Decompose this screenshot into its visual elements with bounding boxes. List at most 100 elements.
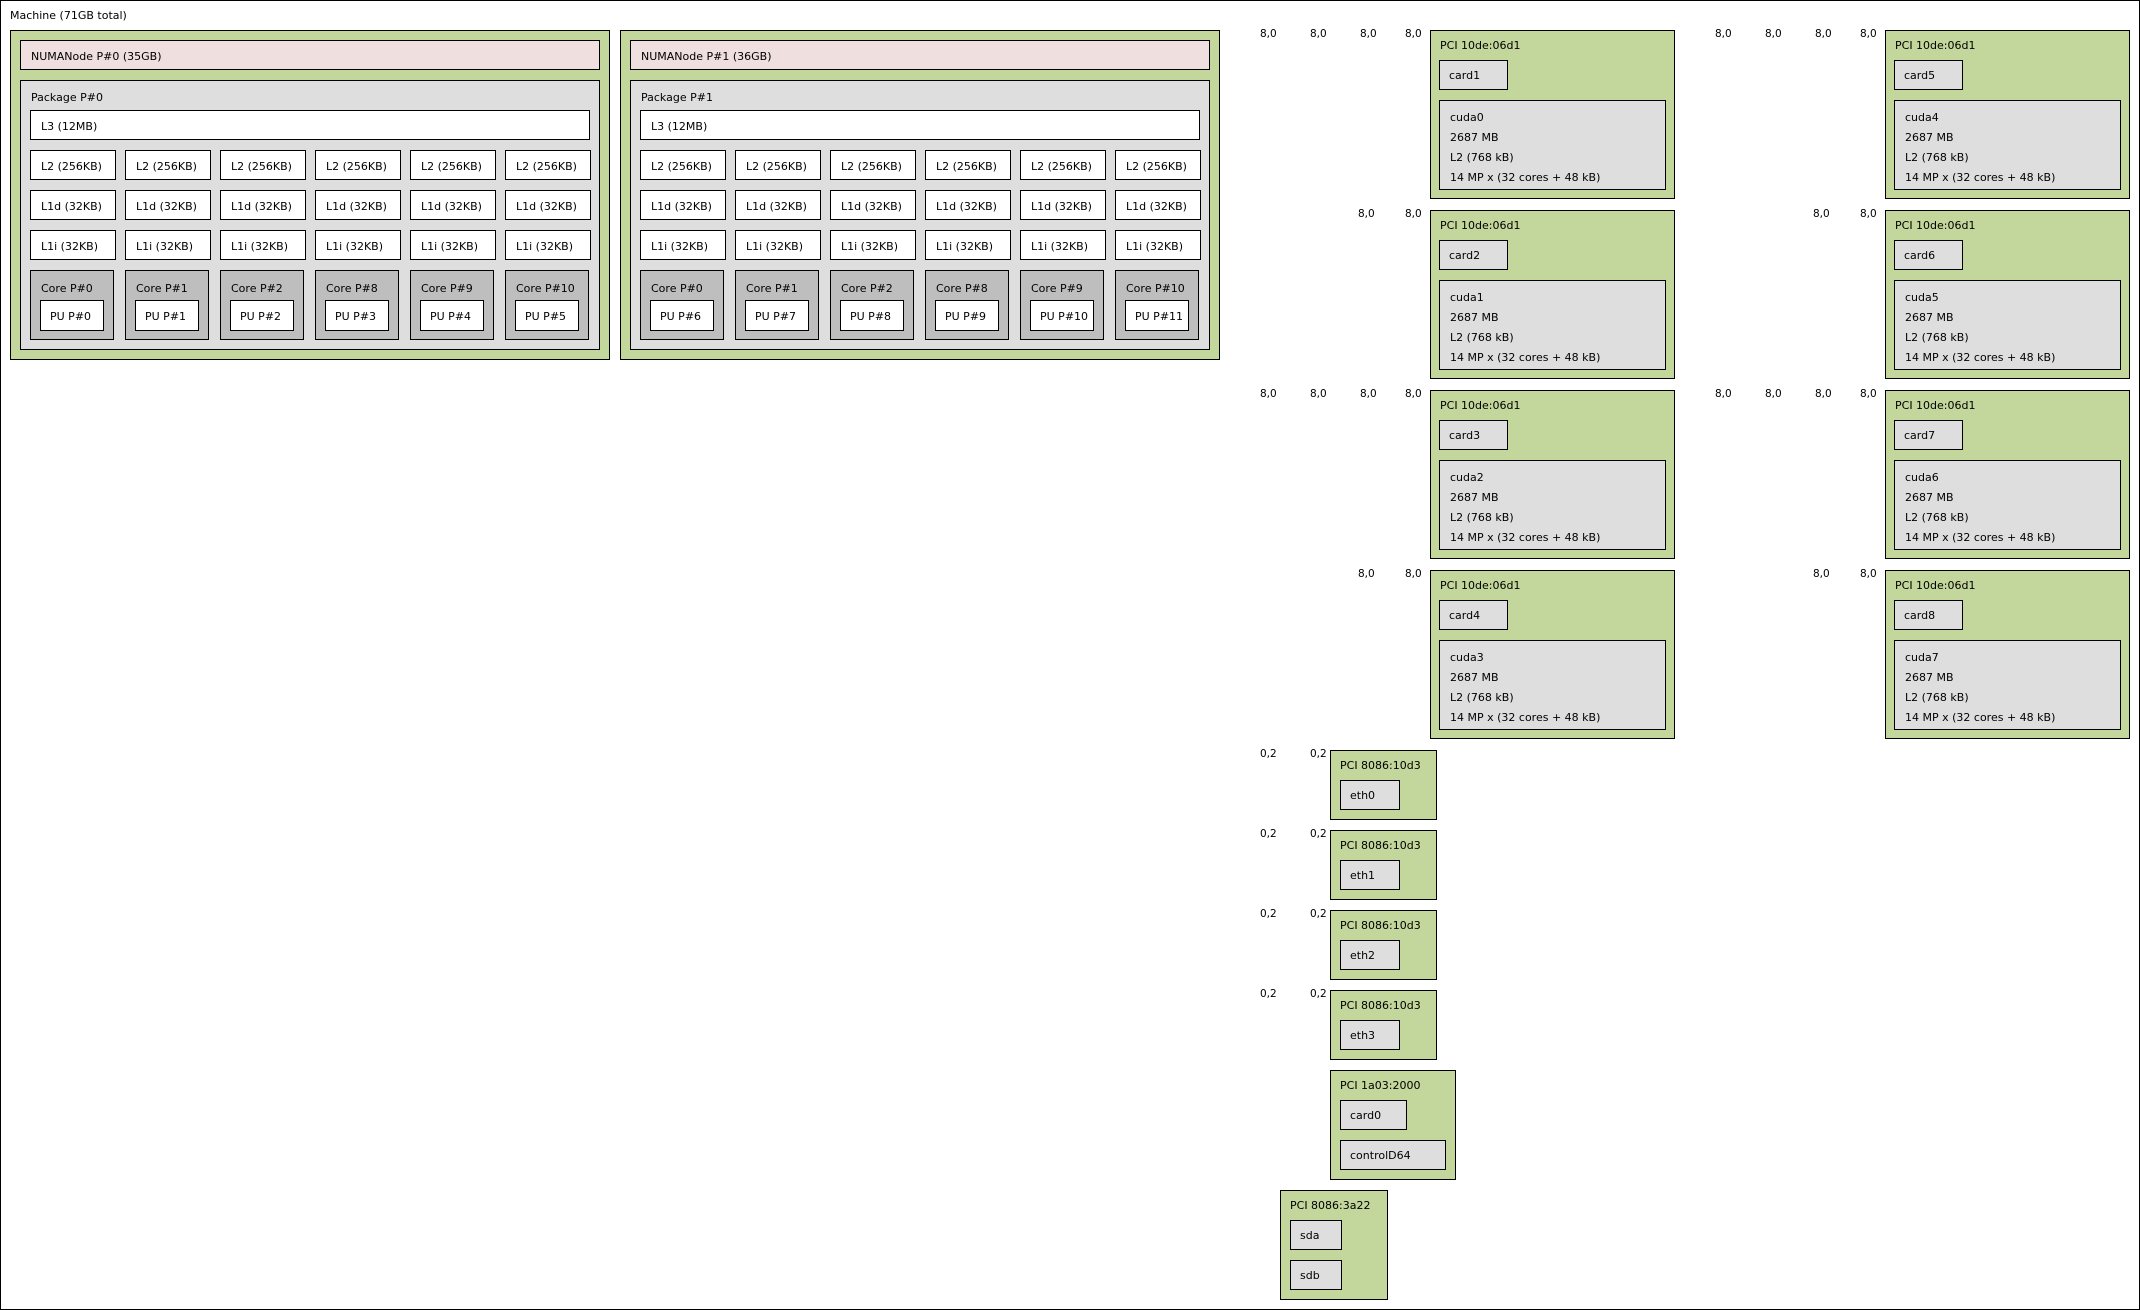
cuda-info-line: 14 MP x (32 cores + 48 kB) <box>1450 171 1601 184</box>
cuda-info-line: L2 (768 kB) <box>1450 511 1514 524</box>
sata-pci-device-label: PCI 8086:3a22 <box>1290 1199 1371 1212</box>
gpu-card: card1 <box>1439 60 1508 90</box>
gpu-card-label: card5 <box>1904 69 1936 82</box>
numa-node-1-label: NUMANode P#1 (36GB) <box>641 50 772 63</box>
gpu-pci-device-label: PCI 10de:06d1 <box>1440 399 1521 412</box>
gpu-pci-device-label: PCI 10de:06d1 <box>1440 39 1521 52</box>
network-interface-label: eth2 <box>1350 949 1376 962</box>
l2-cache: L2 (256KB) <box>925 150 1011 180</box>
pu-label: PU P#11 <box>1135 310 1184 323</box>
pu-label: PU P#8 <box>850 310 892 323</box>
l1d-cache-label: L1d (32KB) <box>936 200 997 213</box>
l2-cache: L2 (256KB) <box>1115 150 1201 180</box>
pu-label: PU P#7 <box>755 310 797 323</box>
gpu-pci-device-label: PCI 10de:06d1 <box>1440 219 1521 232</box>
link-speed-label: 8,0 <box>1860 388 1877 400</box>
l2-cache-label: L2 (256KB) <box>231 160 292 173</box>
pu: PU P#7 <box>745 300 809 331</box>
l1i-cache-label: L1i (32KB) <box>136 240 194 253</box>
core-label: Core P#10 <box>516 282 575 295</box>
l1d-cache-label: L1d (32KB) <box>841 200 902 213</box>
cuda-info-line: 2687 MB <box>1450 491 1499 504</box>
pu-label: PU P#3 <box>335 310 377 323</box>
disk-sdb-label: sdb <box>1300 1269 1320 1282</box>
l1d-cache: L1d (32KB) <box>830 190 916 220</box>
l2-cache: L2 (256KB) <box>220 150 306 180</box>
gpu-pci-device-label: PCI 10de:06d1 <box>1895 39 1976 52</box>
link-speed-label: 8,0 <box>1405 388 1422 400</box>
network-interface: eth0 <box>1340 780 1400 810</box>
link-speed-label: 8,0 <box>1405 28 1422 40</box>
l1i-cache: L1i (32KB) <box>220 230 306 260</box>
vga-pci-device-label: PCI 1a03:2000 <box>1340 1079 1421 1092</box>
core-label: Core P#2 <box>841 282 893 295</box>
link-speed-label: 8,0 <box>1813 208 1830 220</box>
cuda-info-line: L2 (768 kB) <box>1450 331 1514 344</box>
l2-cache: L2 (256KB) <box>505 150 591 180</box>
vga-control: controlD64 <box>1340 1140 1446 1170</box>
gpu-card-label: card3 <box>1449 429 1481 442</box>
l1i-cache-label: L1i (32KB) <box>421 240 479 253</box>
link-speed-label: 8,0 <box>1360 28 1377 40</box>
l1d-cache: L1d (32KB) <box>315 190 401 220</box>
pu-label: PU P#0 <box>50 310 92 323</box>
l1d-cache-label: L1d (32KB) <box>136 200 197 213</box>
link-speed-label: 8,0 <box>1765 388 1782 400</box>
core-label: Core P#1 <box>136 282 188 295</box>
link-speed-label: 8,0 <box>1405 568 1422 580</box>
core-label: Core P#9 <box>421 282 473 295</box>
pu: PU P#8 <box>840 300 904 331</box>
nic-pci-device-label: PCI 8086:10d3 <box>1340 999 1421 1012</box>
numa-node-0-label: NUMANode P#0 (35GB) <box>31 50 162 63</box>
nic-pci-device-label: PCI 8086:10d3 <box>1340 919 1421 932</box>
gpu-card: card8 <box>1894 600 1963 630</box>
l1i-cache: L1i (32KB) <box>735 230 821 260</box>
l1d-cache: L1d (32KB) <box>505 190 591 220</box>
cuda-info-line: cuda3 <box>1450 651 1484 664</box>
pu: PU P#11 <box>1125 300 1189 331</box>
l1i-cache: L1i (32KB) <box>640 230 726 260</box>
cuda-info-line: 2687 MB <box>1450 671 1499 684</box>
pu: PU P#4 <box>420 300 484 331</box>
link-speed-label: 8,0 <box>1860 28 1877 40</box>
l1i-cache-label: L1i (32KB) <box>516 240 574 253</box>
pu: PU P#3 <box>325 300 389 331</box>
l2-cache-label: L2 (256KB) <box>936 160 997 173</box>
core-label: Core P#0 <box>41 282 93 295</box>
disk-sdb: sdb <box>1290 1260 1342 1290</box>
gpu-card-label: card7 <box>1904 429 1936 442</box>
l2-cache: L2 (256KB) <box>125 150 211 180</box>
disk-sda: sda <box>1290 1220 1342 1250</box>
gpu-pci-device-label: PCI 10de:06d1 <box>1440 579 1521 592</box>
l2-cache: L2 (256KB) <box>315 150 401 180</box>
pu: PU P#2 <box>230 300 294 331</box>
cuda-info-line: L2 (768 kB) <box>1905 151 1969 164</box>
cuda-info-line: 14 MP x (32 cores + 48 kB) <box>1905 711 2056 724</box>
l3-cache-1-label: L3 (12MB) <box>651 120 708 133</box>
gpu-card-label: card8 <box>1904 609 1936 622</box>
link-speed-label: 8,0 <box>1765 28 1782 40</box>
l2-cache-label: L2 (256KB) <box>1031 160 1092 173</box>
l2-cache-label: L2 (256KB) <box>136 160 197 173</box>
l2-cache-label: L2 (256KB) <box>421 160 482 173</box>
cuda-info-line: 14 MP x (32 cores + 48 kB) <box>1450 711 1601 724</box>
cuda-info-line: 2687 MB <box>1450 311 1499 324</box>
l1i-cache-label: L1i (32KB) <box>231 240 289 253</box>
l3-cache-1: L3 (12MB) <box>640 110 1200 140</box>
pu-label: PU P#5 <box>525 310 567 323</box>
cuda-info-line: 14 MP x (32 cores + 48 kB) <box>1905 171 2056 184</box>
gpu-card: card4 <box>1439 600 1508 630</box>
l1d-cache: L1d (32KB) <box>735 190 821 220</box>
pu-label: PU P#10 <box>1040 310 1089 323</box>
pu-label: PU P#2 <box>240 310 282 323</box>
cuda-info-line: 2687 MB <box>1905 131 1954 144</box>
network-interface-label: eth3 <box>1350 1029 1376 1042</box>
link-speed-label: 8,0 <box>1310 28 1327 40</box>
l1d-cache-label: L1d (32KB) <box>326 200 387 213</box>
l2-cache-label: L2 (256KB) <box>41 160 102 173</box>
gpu-card: card5 <box>1894 60 1963 90</box>
